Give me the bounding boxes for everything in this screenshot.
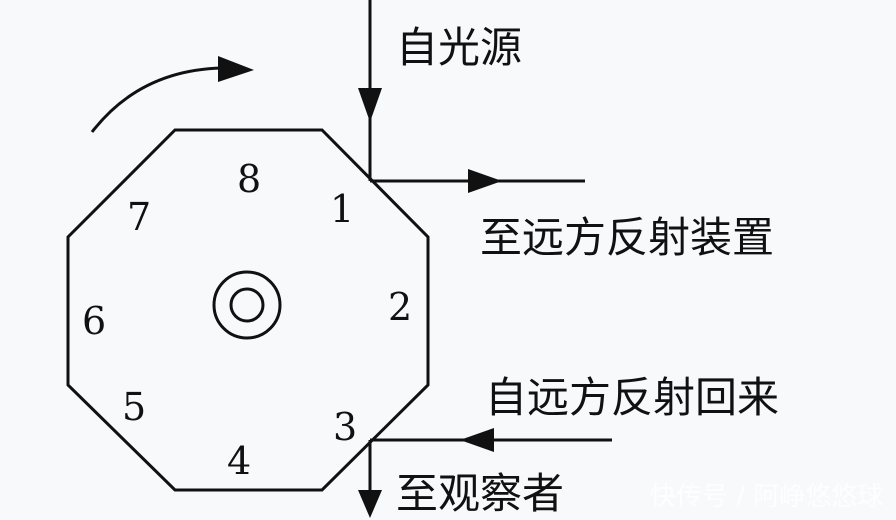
face-number-7: 7: [127, 195, 151, 239]
label-to-far-reflector: 至远方反射装置: [480, 213, 774, 262]
axis-inner-circle: [229, 287, 265, 323]
face-number-8: 8: [237, 157, 261, 201]
label-to-observer: 至观察者: [396, 469, 564, 518]
face-number-3: 3: [333, 405, 357, 449]
face-number-1: 1: [330, 187, 354, 231]
watermark: 快传号 / 阿峥悠悠球: [650, 482, 883, 512]
face-number-4: 4: [227, 439, 251, 483]
rotation-arrowhead-icon: [218, 56, 254, 82]
axis-outer-circle: [212, 270, 282, 340]
octagonal-mirror: [66, 128, 430, 492]
face-number-5: 5: [122, 385, 146, 429]
arrow-left-icon: [460, 428, 494, 452]
rotation-arrow: [90, 66, 223, 133]
arrow-right-icon: [468, 169, 502, 193]
arrow-down-icon: [358, 490, 382, 518]
arrow-down-icon: [358, 88, 382, 122]
face-number-6: 6: [82, 299, 106, 343]
label-from-light-source: 自光源: [396, 23, 522, 72]
face-number-2: 2: [388, 285, 412, 329]
label-back-from-far-reflector: 自远方反射回来: [485, 373, 779, 422]
